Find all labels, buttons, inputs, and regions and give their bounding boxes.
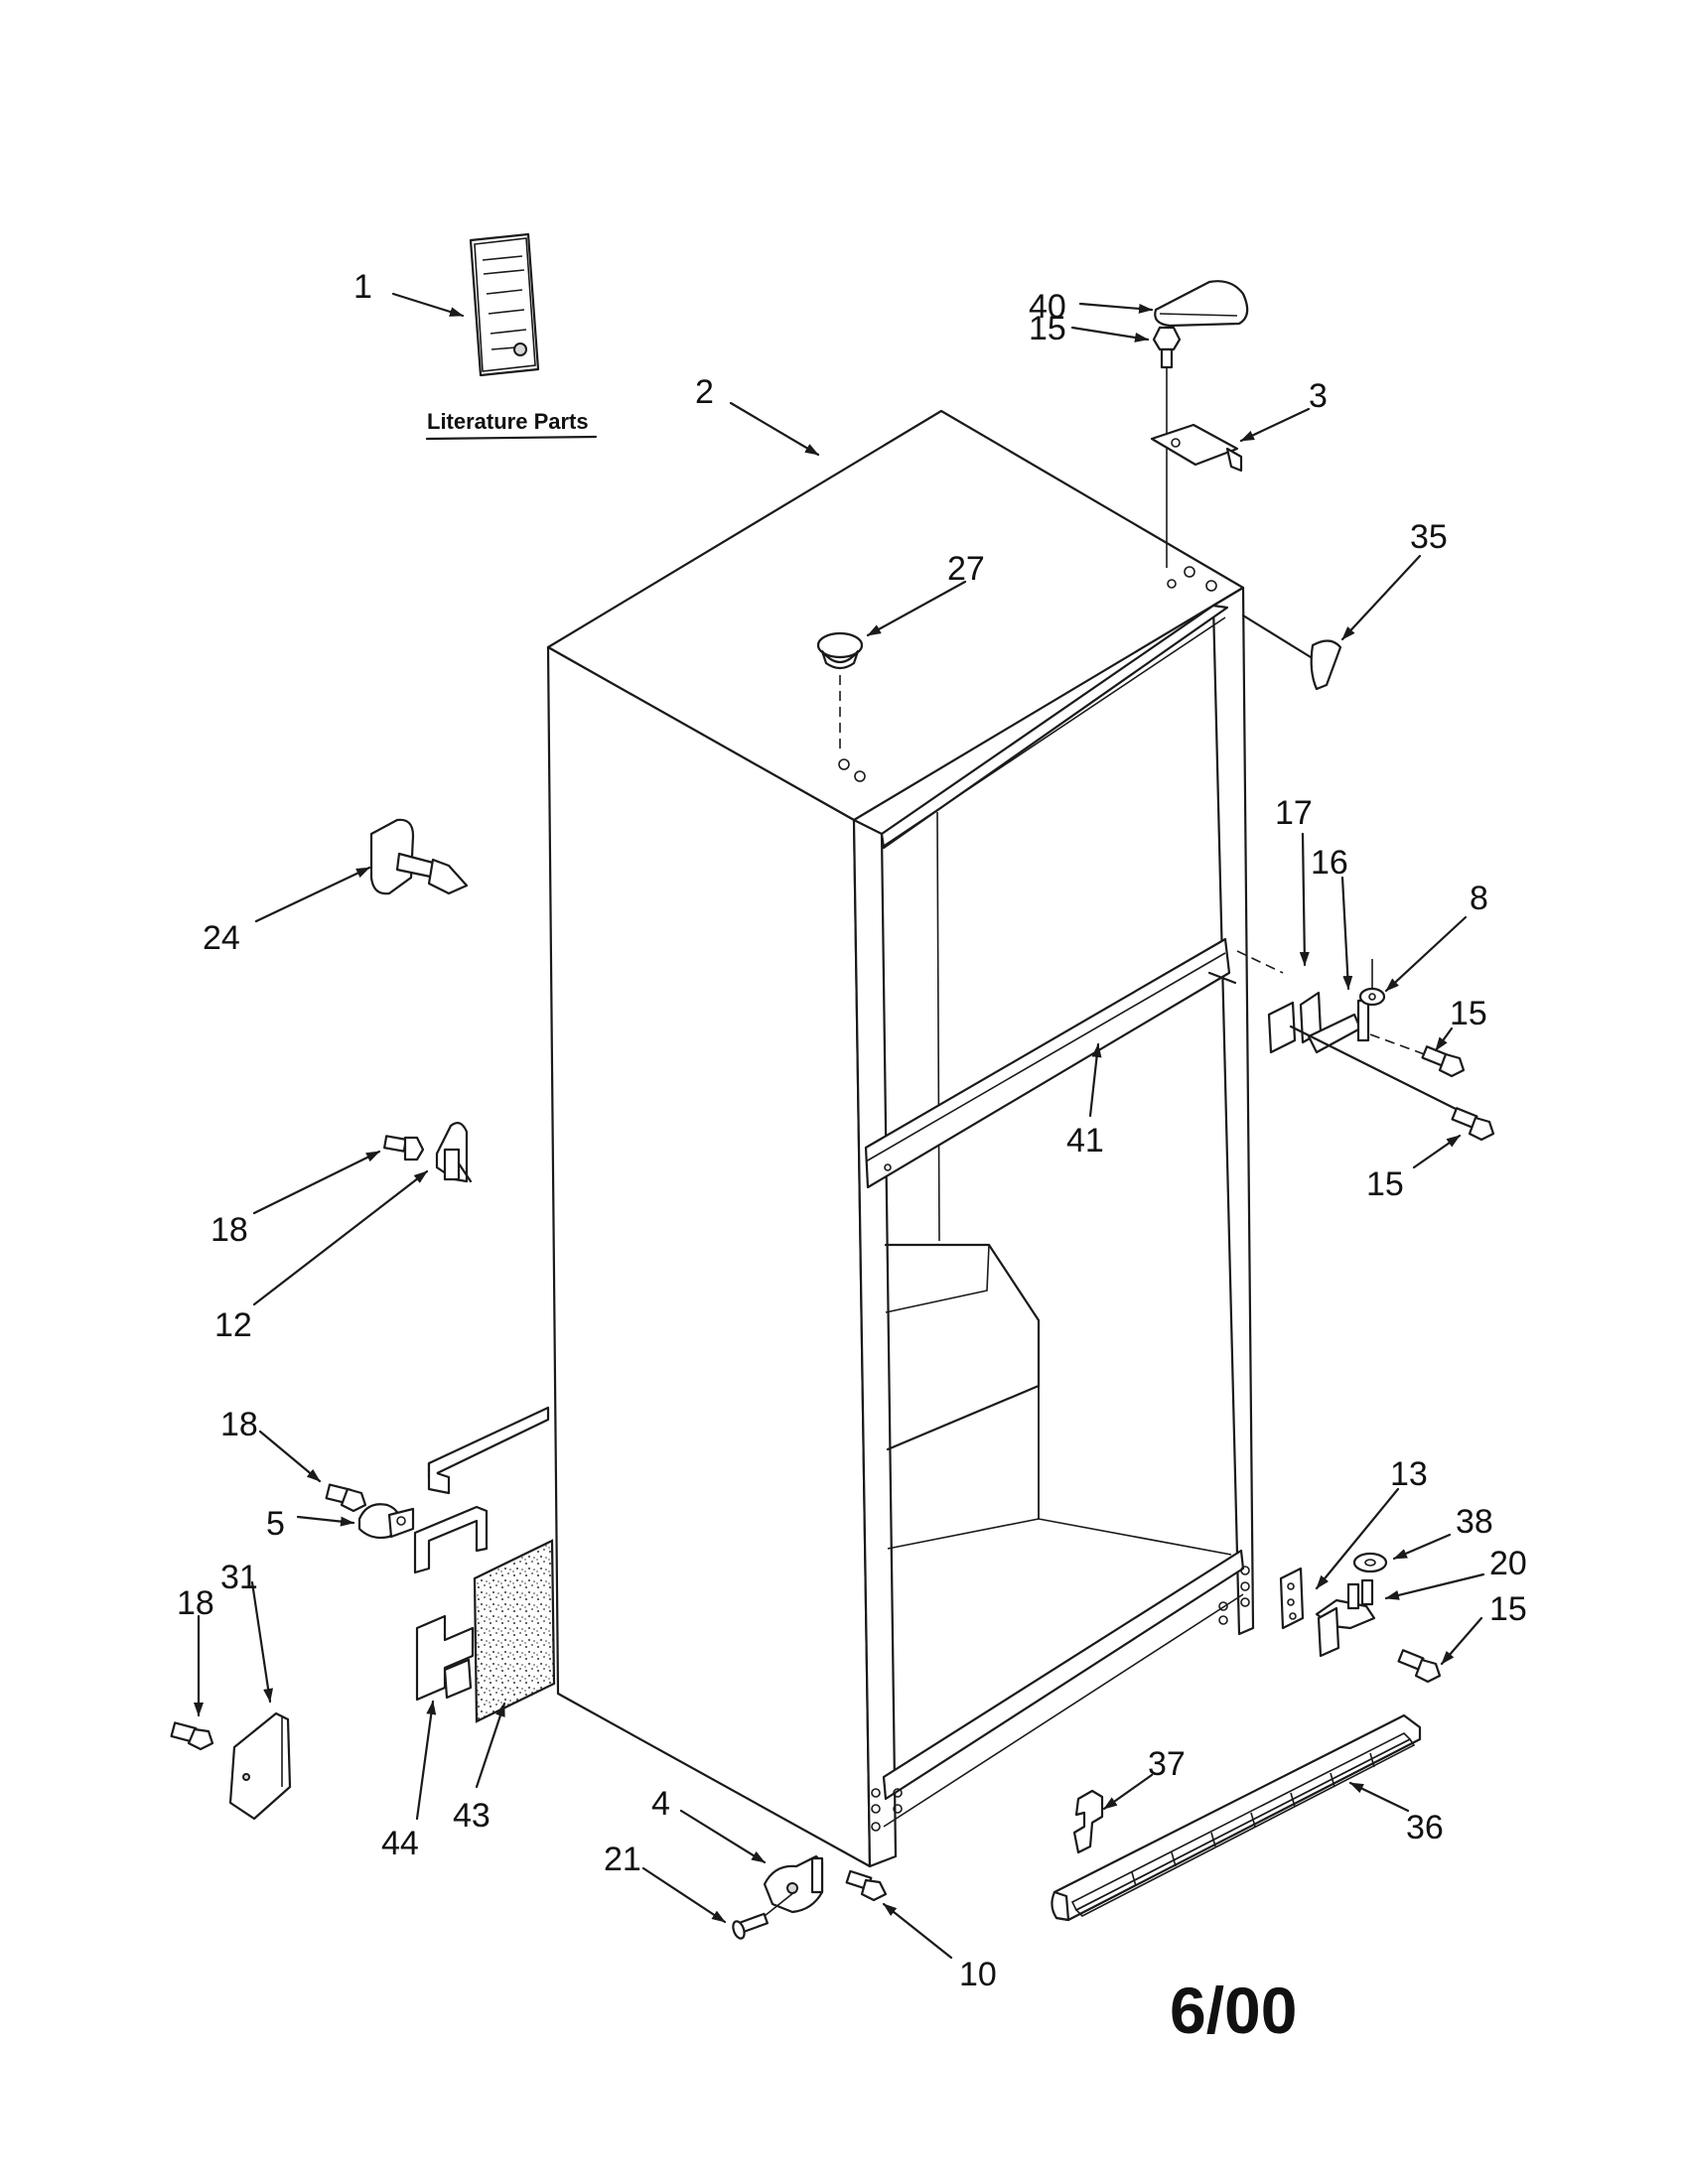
refrigerator-cabinet xyxy=(546,409,1255,1868)
callout-4: 4 xyxy=(651,1785,670,1823)
callout-24: 24 xyxy=(203,919,240,957)
leveling-leg xyxy=(754,1854,824,1925)
callout-10: 10 xyxy=(959,1956,997,1993)
callout-labels: 1 2 40 15 3 27 35 24 17 16 8 15 41 15 18… xyxy=(177,268,1527,1993)
callout-2: 2 xyxy=(695,373,714,411)
callout-37: 37 xyxy=(1148,1745,1186,1783)
callout-41: 41 xyxy=(1066,1122,1104,1160)
literature-underline xyxy=(425,435,598,441)
callout-18: 18 xyxy=(210,1211,248,1249)
callout-17: 17 xyxy=(1275,794,1313,832)
callout-18: 18 xyxy=(220,1406,258,1443)
date-code: 6/00 xyxy=(1170,1974,1297,2047)
door-stop-pin xyxy=(369,818,469,895)
callout-21: 21 xyxy=(604,1841,641,1878)
callout-5: 5 xyxy=(266,1505,285,1543)
leg-screw-10 xyxy=(845,1869,888,1902)
insulation-pad xyxy=(473,1539,556,1723)
callout-44: 44 xyxy=(381,1825,419,1862)
callout-16: 16 xyxy=(1311,844,1348,882)
top-hinge-screw xyxy=(1152,326,1182,568)
top-hinge xyxy=(1150,423,1243,473)
callout-8: 8 xyxy=(1470,880,1488,917)
top-hinge-cover xyxy=(1154,280,1249,328)
lower-left-cover xyxy=(170,1711,292,1821)
literature-booklet xyxy=(469,232,540,377)
bottom-hinge-group xyxy=(1279,1552,1442,1684)
center-hinge-group xyxy=(1207,950,1460,1112)
leader-lines xyxy=(194,292,1485,1960)
cabinet-top-plug xyxy=(816,631,864,754)
callout-43: 43 xyxy=(453,1797,491,1835)
callout-40: 40 xyxy=(1029,288,1066,326)
callout-1: 1 xyxy=(353,268,372,306)
literature-parts-label: Literature Parts xyxy=(427,409,589,434)
callout-15: 15 xyxy=(1366,1165,1404,1203)
door-hinge-upper-left xyxy=(383,1122,473,1183)
leg-screw-21 xyxy=(732,1912,770,1940)
callout-13: 13 xyxy=(1390,1455,1428,1493)
callout-15: 15 xyxy=(1450,995,1487,1032)
hinge-pin-cover xyxy=(1241,614,1342,691)
center-divider-rail xyxy=(864,937,1231,1189)
grille-clip xyxy=(1072,1789,1104,1854)
callout-38: 38 xyxy=(1456,1503,1493,1541)
callout-27: 27 xyxy=(947,550,985,588)
base-grille xyxy=(1051,1713,1422,1922)
callout-12: 12 xyxy=(214,1306,252,1344)
callout-31: 31 xyxy=(220,1559,258,1596)
callout-3: 3 xyxy=(1309,377,1328,415)
lower-left-brackets xyxy=(413,1406,550,1702)
callout-18: 18 xyxy=(177,1584,214,1622)
center-hinge-screws xyxy=(1421,1045,1495,1142)
callout-15: 15 xyxy=(1029,310,1066,347)
callout-36: 36 xyxy=(1406,1809,1444,1846)
callout-20: 20 xyxy=(1489,1545,1527,1582)
lower-left-clamp xyxy=(325,1483,415,1540)
callout-15: 15 xyxy=(1489,1590,1527,1628)
callout-35: 35 xyxy=(1410,518,1448,556)
